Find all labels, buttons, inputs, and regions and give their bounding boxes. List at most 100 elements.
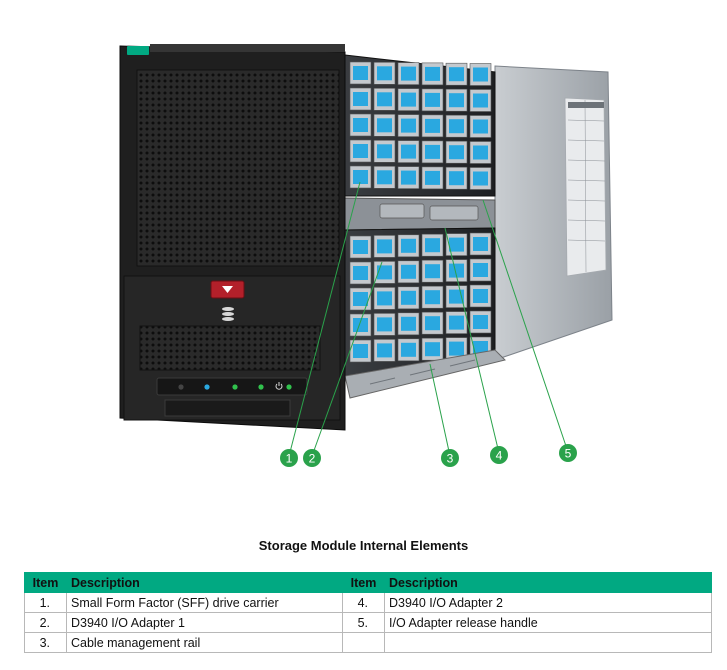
item-description: Small Form Factor (SFF) drive carrier <box>66 592 343 613</box>
drive-carrier-handle <box>425 290 440 305</box>
drive-carrier-handle <box>449 93 464 108</box>
header-description-left: Description <box>66 572 343 593</box>
drive-carrier-handle <box>353 240 368 254</box>
callout-3: 3 <box>441 449 459 467</box>
drive-carrier-handle <box>449 315 464 330</box>
callout-4: 4 <box>490 446 508 464</box>
drive-carrier-handle <box>473 145 488 160</box>
table-row: 3. Cable management rail <box>24 632 712 653</box>
callout-2-label: 2 <box>309 452 316 466</box>
drive-carrier-handle <box>473 237 488 251</box>
lower-drive-grid <box>349 232 492 363</box>
drive-carrier-handle <box>401 316 416 331</box>
drive-carrier-handle <box>377 92 392 107</box>
drive-carrier-handle <box>401 66 416 81</box>
drive-carrier-handle <box>449 171 464 186</box>
item-number: 3. <box>24 632 67 653</box>
callout-3-label: 3 <box>447 452 454 466</box>
hpe-logo-icon <box>127 46 149 55</box>
drive-carrier-handle <box>449 145 464 160</box>
drive-carrier-handle <box>377 170 392 185</box>
callout-1-label: 1 <box>286 452 293 466</box>
pull-handle-vent <box>139 325 321 371</box>
drive-carrier-handle <box>425 316 440 331</box>
table-header-row: Item Description Item Description <box>24 572 712 593</box>
drive-carrier-handle <box>425 170 440 185</box>
drive-carrier-handle <box>353 92 368 106</box>
drive-carrier-handle <box>401 144 416 159</box>
drive-carrier-handle <box>377 265 392 280</box>
drive-carrier-handle <box>473 289 488 303</box>
drive-carrier-handle <box>377 343 392 358</box>
drive-carrier-handle <box>473 171 488 186</box>
callout-5-label: 5 <box>565 447 572 461</box>
drive-carrier-handle <box>377 239 392 254</box>
drive-carrier-handle <box>377 66 392 81</box>
upper-drive-grid <box>349 61 492 190</box>
drive-carrier-handle <box>353 318 368 332</box>
table-row: 1. Small Form Factor (SFF) drive carrier… <box>24 592 712 613</box>
callout-leaders <box>288 181 569 457</box>
drive-carrier-handle <box>353 170 368 184</box>
item-number: 1. <box>24 592 67 613</box>
drive-carrier-handle <box>353 144 368 158</box>
front-mesh-vent <box>136 69 340 267</box>
drive-carrier-handle <box>473 315 488 329</box>
header-item-left: Item <box>24 572 67 593</box>
drive-carrier-handle <box>401 92 416 107</box>
item-number: 5. <box>342 612 385 633</box>
led-indicator-icon <box>178 384 292 390</box>
drive-carrier-handle <box>449 119 464 134</box>
drive-carrier-handle <box>377 291 392 306</box>
figure-caption: Storage Module Internal Elements <box>258 538 469 553</box>
item-description: Cable management rail <box>66 632 343 653</box>
drive-carrier-handle <box>449 237 464 252</box>
drive-carrier-handle <box>377 118 392 133</box>
drive-carrier-handle <box>353 344 368 358</box>
service-label-grid <box>567 99 606 273</box>
item-number: 2. <box>24 612 67 633</box>
drive-carrier-handle <box>425 118 440 133</box>
storage-stack-icon <box>222 307 234 321</box>
item-number: 4. <box>342 592 385 613</box>
drive-carrier-handle <box>353 118 368 132</box>
drive-carrier-handle <box>473 93 488 108</box>
callout-2: 2 <box>303 449 321 467</box>
drive-carrier-handle <box>401 342 416 357</box>
drive-carrier-handle <box>473 119 488 134</box>
drive-carrier-handle <box>425 238 440 253</box>
drive-carrier-handle <box>401 170 416 185</box>
drive-carrier-handle <box>353 66 368 80</box>
io-adapter-1-handle <box>379 203 425 219</box>
callout-5: 5 <box>559 444 577 462</box>
storage-module-illustration: 1 2 3 4 5 <box>119 44 613 467</box>
item-description: D3940 I/O Adapter 1 <box>66 612 343 633</box>
model-label-plate <box>164 399 291 417</box>
power-icon <box>275 382 283 390</box>
drive-carrier-handle <box>377 317 392 332</box>
item-description: I/O Adapter release handle <box>384 612 712 633</box>
service-label-header <box>568 102 604 108</box>
drive-carrier-handle <box>425 264 440 279</box>
table-row: 2. D3940 I/O Adapter 1 5. I/O Adapter re… <box>24 612 712 633</box>
drive-carrier-handle <box>425 342 440 357</box>
drive-carrier-handle <box>353 292 368 306</box>
items-table: Item Description Item Description 1. Sma… <box>24 572 712 653</box>
drive-carrier-handle <box>425 92 440 107</box>
drive-carrier-handle <box>425 66 440 81</box>
drive-carrier-handle <box>401 290 416 305</box>
callout-4-label: 4 <box>496 449 503 463</box>
drive-carrier-handle <box>449 67 464 82</box>
drive-carrier-handle <box>425 144 440 159</box>
header-description-right: Description <box>384 572 712 593</box>
item-description: D3940 I/O Adapter 2 <box>384 592 712 613</box>
item-description-empty <box>384 632 712 653</box>
drive-carrier-handle <box>449 341 464 356</box>
callout-1: 1 <box>280 449 298 467</box>
drive-carrier-handle <box>401 118 416 133</box>
io-adapter-2-handle <box>429 205 479 221</box>
drive-carrier-handle <box>449 263 464 278</box>
bezel-top-edge <box>150 44 345 52</box>
drive-carrier-handle <box>401 264 416 279</box>
drive-carrier-handle <box>353 266 368 280</box>
